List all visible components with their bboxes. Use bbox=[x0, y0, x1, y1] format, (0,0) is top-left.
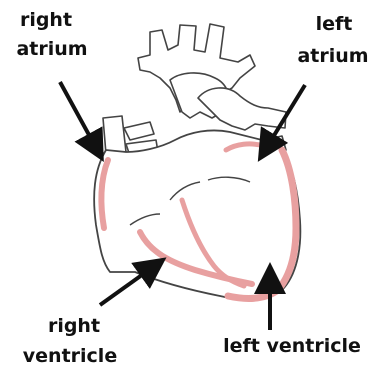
right-atrium-arrow bbox=[60, 82, 100, 155]
right-atrium-label-line2: atrium bbox=[16, 38, 87, 60]
right-ventricle-label-line1: right bbox=[48, 315, 100, 337]
left-ventricle-label: left ventricle bbox=[223, 335, 361, 357]
left-atrium-label-line2: atrium bbox=[297, 45, 368, 67]
right-atrium-label-line1: right bbox=[20, 9, 72, 31]
right-ventricle-label-line2: ventricle bbox=[23, 345, 117, 367]
left-atrium-label-line1: left bbox=[316, 13, 353, 35]
